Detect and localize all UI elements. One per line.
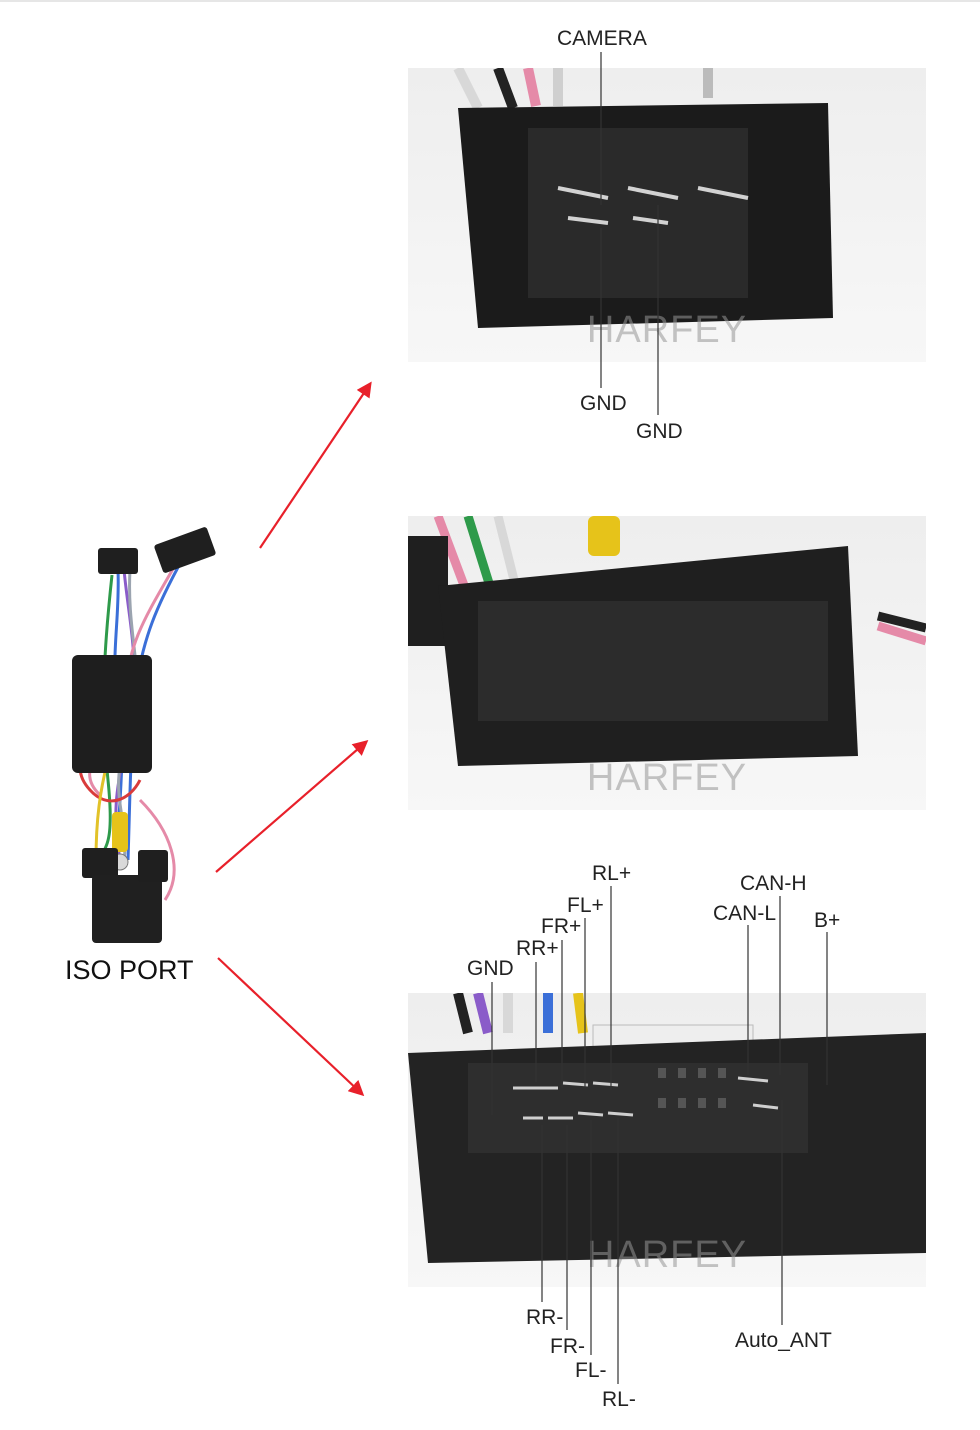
label-rr-minus: RR- bbox=[526, 1306, 564, 1329]
label-rr-plus: RR+ bbox=[516, 937, 559, 960]
label-can-l: CAN-L bbox=[713, 902, 777, 925]
leader-lines bbox=[491, 52, 828, 1384]
label-fr-minus: FR- bbox=[550, 1335, 585, 1358]
iso-port-plug bbox=[92, 875, 162, 943]
label-gnd: GND bbox=[467, 957, 514, 980]
harness-connector-bottom-left bbox=[82, 848, 118, 878]
rca-plug bbox=[112, 812, 128, 852]
iso-connector-photo: HARFEY bbox=[408, 993, 926, 1287]
label-can-h: CAN-H bbox=[740, 872, 807, 895]
harness-connector-bottom-right bbox=[138, 850, 168, 882]
watermark: HARFEY bbox=[586, 757, 748, 799]
label-fl-plus: FL+ bbox=[567, 894, 604, 917]
pins bbox=[557, 186, 749, 225]
label-fl-minus: FL- bbox=[575, 1359, 607, 1382]
harness-module-box bbox=[72, 655, 152, 773]
connector-cavity bbox=[528, 128, 748, 298]
pins bbox=[513, 1076, 779, 1120]
rca-plug bbox=[588, 516, 620, 556]
label-b-plus: B+ bbox=[814, 909, 841, 932]
camera-connector-photo: HARFEY bbox=[408, 68, 926, 362]
label-gnd-b: GND bbox=[636, 420, 683, 443]
arrow-to-iso-connector bbox=[217, 957, 365, 1097]
watermark: HARFEY bbox=[586, 1234, 748, 1276]
label-fr-plus: FR+ bbox=[541, 915, 582, 938]
label-rl-plus: RL+ bbox=[592, 862, 632, 885]
watermark: HARFEY bbox=[586, 309, 748, 351]
arrow-to-camera-connector bbox=[259, 381, 372, 549]
label-gnd-a: GND bbox=[580, 392, 627, 415]
pin-holes bbox=[658, 1068, 726, 1108]
iso-port-label: ISO PORT bbox=[65, 955, 194, 985]
label-rl-minus: RL- bbox=[602, 1388, 636, 1411]
connector-cavity bbox=[478, 601, 828, 721]
top-divider bbox=[0, 0, 980, 2]
label-auto-ant: Auto_ANT bbox=[735, 1329, 832, 1352]
wire-bundle bbox=[453, 993, 588, 1035]
harness-connector-top-left bbox=[98, 548, 138, 574]
arrow-to-middle-connector bbox=[215, 739, 369, 873]
label-camera: CAMERA bbox=[557, 27, 647, 50]
harness-connector-top-right bbox=[154, 527, 216, 573]
middle-connector-photo: HARFEY bbox=[408, 516, 926, 810]
wire-bundle bbox=[453, 68, 713, 111]
